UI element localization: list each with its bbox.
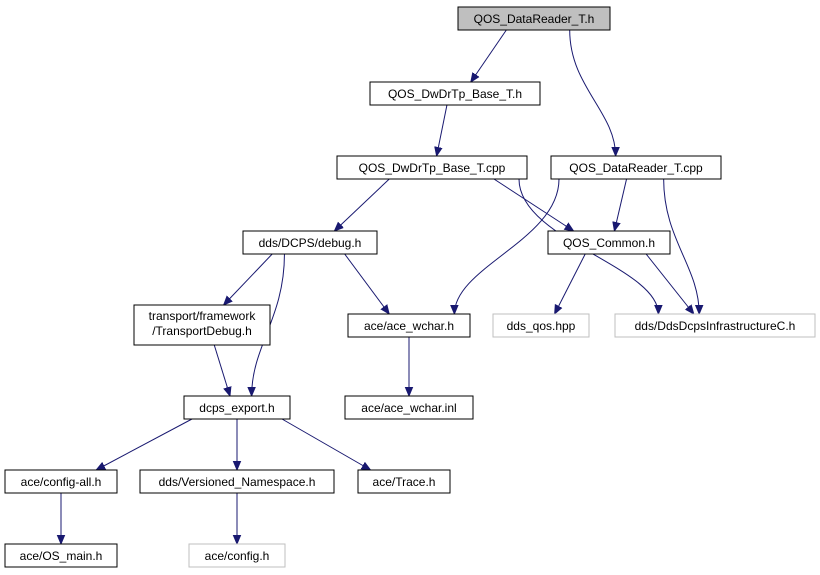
edges [61, 29, 700, 544]
node-ace-wchar-h[interactable]: ace/ace_wchar.h [347, 313, 471, 338]
edge-debug-h-to-transport-debug-h [224, 253, 273, 305]
node-label: dds_qos.hpp [507, 319, 576, 333]
node-qos-dwdrtp-base-t-cpp[interactable]: QOS_DwDrTp_Base_T.cpp [336, 155, 528, 180]
node-label: ace/Trace.h [373, 475, 436, 489]
node-dds-dcps-infrastructure-c-h[interactable]: dds/DdsDcpsInfrastructureC.h [614, 313, 816, 338]
node-ace-os-main-h[interactable]: ace/OS_main.h [4, 543, 118, 568]
edge-qos-datareader-h-to-qos-datareader-cpp [569, 29, 616, 156]
node-label: ace/config.h [205, 549, 270, 563]
nodes: QOS_DataReader_T.h QOS_DwDrTp_Base_T.h Q… [4, 6, 816, 568]
node-dds-dcps-debug-h[interactable]: dds/DCPS/debug.h [242, 230, 378, 255]
node-dcps-export-h[interactable]: dcps_export.h [183, 395, 291, 420]
node-label-line2: /TransportDebug.h [152, 324, 252, 338]
node-label: ace/ace_wchar.h [364, 319, 454, 333]
node-transport-debug-h[interactable]: transport/framework /TransportDebug.h [133, 304, 271, 346]
node-label: QOS_DataReader_T.cpp [569, 161, 703, 175]
node-label-line1: transport/framework [149, 309, 257, 323]
edge-qos-datareader-cpp-to-ace-wchar-h [454, 178, 560, 314]
edge-qos-dwdrtp-base-cpp-to-qos-common-h [493, 178, 574, 231]
edge-qos-datareader-cpp-to-infrastructure-h [663, 178, 700, 314]
edge-qos-dwdrtp-base-h-to-qos-dwdrtp-base-cpp [437, 104, 448, 156]
node-label: ace/ace_wchar.inl [361, 401, 456, 415]
node-ace-wchar-inl[interactable]: ace/ace_wchar.inl [344, 395, 474, 420]
edge-dcps-export-h-to-ace-trace-h [281, 418, 371, 470]
edge-transport-debug-h-to-dcps-export-h [213, 344, 230, 396]
node-dds-qos-hpp[interactable]: dds_qos.hpp [492, 313, 590, 338]
node-label: dds/Versioned_Namespace.h [159, 475, 316, 489]
node-label: ace/config-all.h [21, 475, 102, 489]
edge-debug-h-to-ace-wchar-h [344, 253, 390, 314]
node-label: dds/DdsDcpsInfrastructureC.h [635, 319, 796, 333]
node-qos-dwdrtp-base-t-h[interactable]: QOS_DwDrTp_Base_T.h [369, 81, 541, 106]
node-label: QOS_DataReader_T.h [474, 12, 595, 26]
node-qos-common-h[interactable]: QOS_Common.h [547, 230, 671, 255]
node-label: ace/OS_main.h [20, 549, 103, 563]
node-label: dds/DCPS/debug.h [259, 236, 362, 250]
node-qos-datareader-t-h[interactable]: QOS_DataReader_T.h [457, 6, 611, 31]
edge-qos-datareader-cpp-to-qos-common-h [614, 178, 628, 231]
node-dds-versioned-namespace-h[interactable]: dds/Versioned_Namespace.h [139, 469, 335, 494]
node-ace-trace-h[interactable]: ace/Trace.h [357, 469, 451, 494]
edge-dcps-export-h-to-config-all-h [96, 418, 193, 470]
node-qos-datareader-t-cpp[interactable]: QOS_DataReader_T.cpp [550, 155, 722, 180]
edge-qos-common-h-to-infrastructure-h [645, 253, 694, 314]
node-label: QOS_DwDrTp_Base_T.h [388, 87, 522, 101]
edge-qos-dwdrtp-base-cpp-to-debug-h [334, 178, 390, 231]
node-label: QOS_DwDrTp_Base_T.cpp [359, 161, 506, 175]
node-label: dcps_export.h [199, 401, 274, 415]
node-ace-config-h[interactable]: ace/config.h [188, 543, 286, 568]
edge-qos-common-h-to-dds-qos-hpp [555, 253, 586, 314]
node-label: QOS_Common.h [563, 236, 655, 250]
edge-qos-datareader-h-to-qos-dwdrtp-base-h [471, 29, 507, 82]
node-ace-config-all-h[interactable]: ace/config-all.h [4, 469, 118, 494]
